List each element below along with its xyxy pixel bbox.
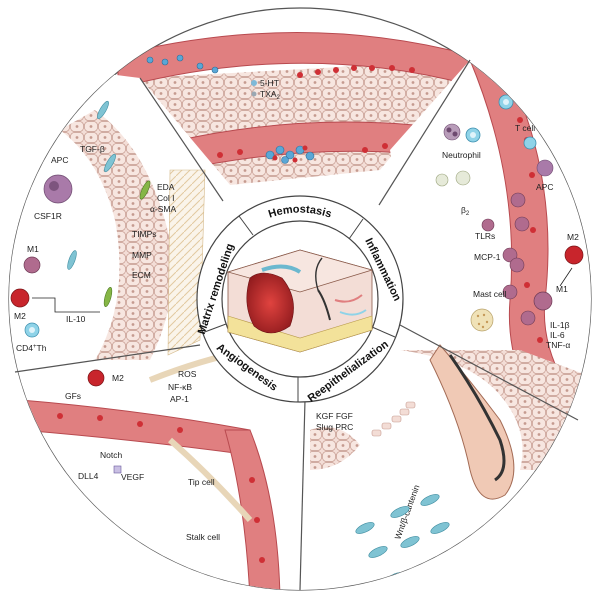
hemostasis-panel: 5-HT TXA2 bbox=[117, 32, 471, 185]
t-cell-label: T cell bbox=[515, 123, 535, 133]
tnfa-label: TNF-α bbox=[546, 340, 570, 350]
tgf-b-fibroblast-icon bbox=[67, 100, 116, 270]
angiogenesis-sprout-vessel bbox=[224, 429, 281, 590]
tip-cell-label: Tip cell bbox=[188, 477, 215, 487]
eda-label: EDA bbox=[157, 182, 175, 192]
ring-dividers bbox=[201, 215, 396, 402]
mast-cell-icon bbox=[470, 308, 494, 332]
neutrophil-icon bbox=[435, 123, 471, 187]
cd4th-label: CD4+Th bbox=[16, 343, 47, 353]
sector-dividers bbox=[14, 59, 579, 591]
ecm-label: ECM bbox=[132, 270, 151, 280]
apc-icon bbox=[536, 159, 554, 177]
t-cell-icon bbox=[465, 94, 537, 150]
timps-label: TIMPs bbox=[132, 229, 157, 239]
fibroblast-icon bbox=[103, 180, 151, 307]
remodeling-m2-icon bbox=[10, 288, 30, 308]
gfs-label: GFs bbox=[65, 391, 81, 401]
hair-follicle-icon bbox=[429, 344, 515, 500]
angiogenesis-m2-label: M2 bbox=[112, 373, 124, 383]
nfkb-label: NF-κB bbox=[168, 382, 192, 392]
slug-prc-label: Slug PRC bbox=[316, 422, 353, 432]
neutrophil-label: Neutrophil bbox=[442, 150, 481, 160]
csf1r-label: CSF1R bbox=[34, 211, 62, 221]
vegf-receptor-icon bbox=[113, 465, 122, 474]
asma-label: α-SMA bbox=[150, 204, 176, 214]
remodeling-m2-label: M2 bbox=[14, 311, 26, 321]
inflammation-m2-label: M2 bbox=[567, 232, 579, 242]
stalk-cell-label: Stalk cell bbox=[186, 532, 220, 542]
mmp-label: MMP bbox=[132, 250, 152, 260]
ros-label: ROS bbox=[178, 369, 197, 379]
col1-label: Col I bbox=[157, 193, 174, 203]
vegf-label: VEGF bbox=[121, 472, 144, 482]
m1-macrophage-icon bbox=[533, 291, 553, 311]
ap1-label: AP-1 bbox=[170, 394, 189, 404]
platelet-icon bbox=[146, 54, 315, 164]
il6-label: IL-6 bbox=[550, 330, 565, 340]
inflammation-m1-label: M1 bbox=[556, 284, 568, 294]
mast-cell-label: Mast cell bbox=[473, 289, 507, 299]
remodeling-apc-label: APC bbox=[51, 155, 68, 165]
serotonin-granule-icon bbox=[251, 80, 257, 86]
il1b-label: IL-1β bbox=[550, 320, 570, 330]
txa2-label: TXA2 bbox=[260, 89, 281, 101]
skin-wound-icon bbox=[226, 249, 374, 353]
dll4-label: DLL4 bbox=[78, 471, 99, 481]
beta2-label: β2 bbox=[461, 205, 470, 217]
tgf-b-label: TGF-β bbox=[80, 144, 105, 154]
keratinocyte-chain-icon bbox=[371, 401, 416, 437]
m2-macrophage-icon bbox=[564, 245, 584, 265]
angiogenesis-m2-icon bbox=[87, 369, 105, 387]
inflammation-apc-label: APC bbox=[536, 182, 553, 192]
tlrs-label: TLRs bbox=[475, 231, 495, 241]
notch-label: Notch bbox=[100, 450, 122, 460]
apc-dendritic-icon bbox=[43, 174, 73, 204]
macrophage-icon bbox=[481, 192, 536, 326]
txa2-granule-icon bbox=[251, 91, 257, 97]
cd4th-cell-icon bbox=[24, 322, 40, 338]
mcp1-label: MCP-1 bbox=[474, 252, 501, 262]
remodeling-m1-icon bbox=[23, 256, 41, 274]
remodeling-m1-label: M1 bbox=[27, 244, 39, 254]
serotonin-label: 5-HT bbox=[260, 78, 279, 88]
kgf-fgf-label: KGF FGF bbox=[316, 411, 353, 421]
il10-label: IL-10 bbox=[66, 314, 86, 324]
